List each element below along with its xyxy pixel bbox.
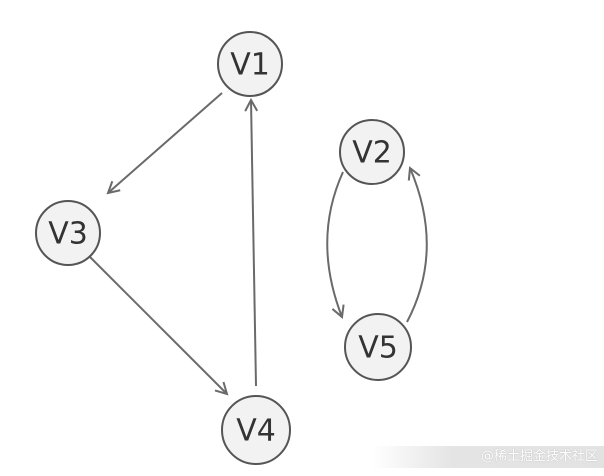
edge-v2-to-v5 (326, 171, 343, 317)
node-label-v5: V5 (358, 331, 398, 366)
edge-v4-to-v1 (251, 100, 256, 387)
watermark-background (372, 446, 604, 468)
edge-v1-to-v3 (108, 92, 223, 193)
node-label-v3: V3 (48, 217, 88, 252)
node-v1: V1 (217, 31, 283, 97)
node-label-v2: V2 (352, 136, 392, 171)
watermark: @稀土掘金技术社区 (480, 449, 598, 464)
node-v2: V2 (339, 119, 405, 185)
node-label-v4: V4 (236, 414, 276, 449)
node-v4: V4 (221, 395, 291, 465)
node-v3: V3 (35, 200, 101, 266)
node-label-v1: V1 (230, 48, 270, 83)
node-v5: V5 (344, 313, 412, 381)
edge-v5-to-v2 (406, 168, 428, 323)
edge-v3-to-v4 (89, 256, 227, 394)
